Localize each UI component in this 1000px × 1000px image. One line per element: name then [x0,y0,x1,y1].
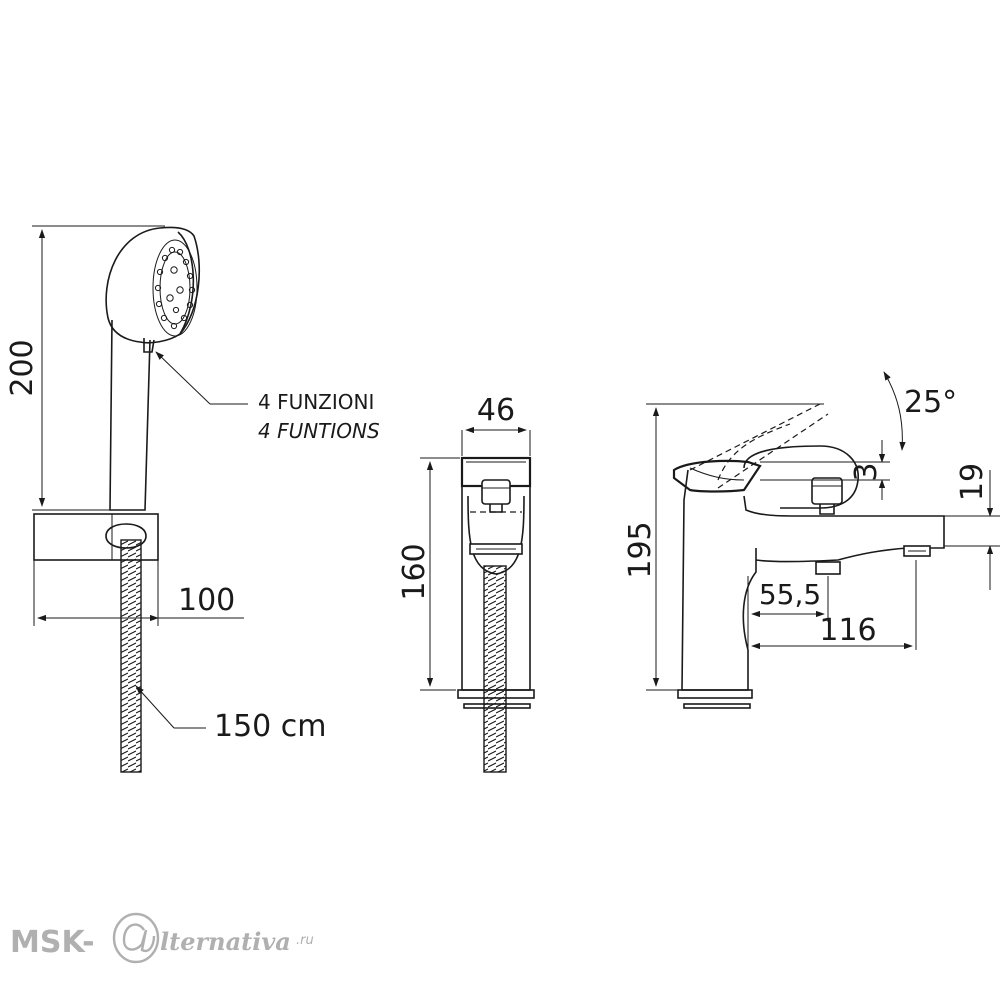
shower-face [152,239,198,337]
callout-functions-it: 4 FUNZIONI [258,390,374,414]
callout-leader [155,351,211,405]
shower-handle [109,319,151,511]
side-hose-outlet [815,561,841,575]
mixer-front-view: 46 160 [397,393,535,773]
front-cavity [467,495,525,575]
holder-ring [105,523,147,549]
side-lever-edge [689,467,745,481]
mixer-side-view: 195 25° 3 19 55,5 116 [623,371,1000,709]
function-selector [143,338,155,353]
shower-hose [120,539,142,773]
lever-open-bottom [717,413,829,489]
callout-functions-en: 4 FUNTIONS [258,419,380,443]
dim-label-spout-reach: 116 [819,613,876,648]
dim-label-shower-height: 200 [5,339,40,396]
wall-holder [33,513,159,561]
dim-label-front-width: 46 [477,393,515,428]
watermark-logo: MSK- lternativa .ru [10,912,314,964]
side-spout [743,495,945,563]
lever-open-top [689,403,821,471]
dim-label-total-height: 195 [623,521,658,578]
side-base [677,689,753,699]
hose-leader [135,685,175,729]
side-lever-housing [743,445,859,509]
front-knob-stem [489,504,503,513]
spray-nozzles [154,246,196,330]
at-sign-icon [112,912,160,964]
lever-open-curve [717,423,791,481]
dim-label-lever-angle: 25° [904,385,957,420]
side-diverter-knob [811,477,843,505]
dim-label-front-height: 160 [397,543,432,600]
shower-head [105,226,201,344]
watermark-prefix: MSK- [10,925,95,960]
shower-face-rim [177,231,195,335]
dim-label-outlet-offset: 55,5 [759,578,821,611]
front-hose [483,565,507,773]
dim-label-hose-length: 150 cm [214,709,327,744]
watermark-suffix: lternativa [160,927,291,956]
dim-label-holder-width: 100 [178,583,235,618]
side-knob-stem [819,504,835,515]
dim-arc-25 [883,371,906,451]
hand-shower-view: 200 100 4 FUNZIONI 4 FUNTIONS 150 cm [5,225,380,773]
shower-face-inner [159,251,191,325]
front-diverter-knob [481,479,511,505]
dim-label-lever-lift: 3 [849,462,884,481]
dim-label-spout-height: 19 [955,463,990,501]
side-lever [672,459,762,493]
side-base-plate [683,703,751,709]
watermark-domain: .ru [296,933,314,948]
